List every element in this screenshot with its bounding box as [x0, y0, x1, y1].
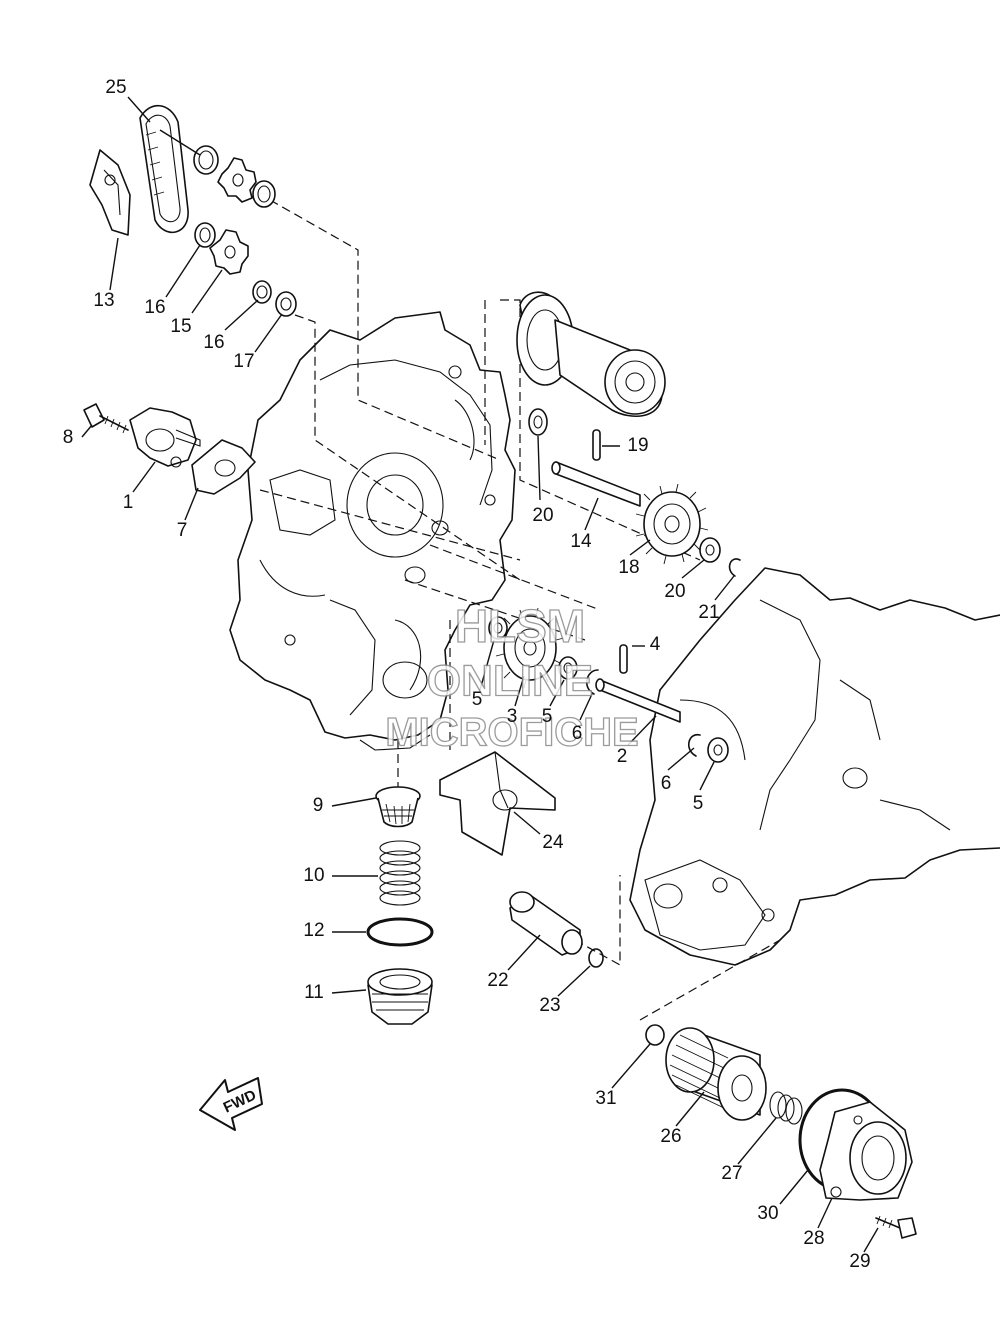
clip-6a: [586, 669, 599, 695]
washer-5a: [488, 616, 508, 640]
bolt-29: [875, 1215, 917, 1239]
callout-11: 11: [304, 982, 324, 1003]
watermark-line2: ONLINE: [427, 657, 593, 706]
shaft-14: [551, 461, 641, 507]
oil-pump-1: [129, 407, 201, 468]
callout-26: 26: [660, 1126, 681, 1147]
callout-12: 12: [303, 920, 324, 941]
callout-22: 22: [487, 970, 508, 991]
oil-filter-26: [665, 1027, 767, 1121]
watermark-line3: MICROFICHE: [385, 711, 638, 755]
callout-17: 17: [233, 351, 254, 372]
fwd-arrow-icon: FWD: [199, 1077, 263, 1131]
pin-4: [619, 644, 628, 674]
callout-24: 24: [542, 832, 564, 853]
shaft-2: [595, 678, 681, 723]
callout-4: 4: [650, 634, 661, 655]
gear-18: [635, 483, 709, 565]
dashed-leaders: [259, 199, 781, 1021]
callout-5b: 5: [542, 706, 553, 727]
washer-5b: [558, 656, 578, 680]
baffle-plate-24: [439, 751, 556, 856]
cam-chain-25: [139, 104, 189, 234]
callout-28: 28: [803, 1228, 824, 1249]
callout-10: 10: [303, 865, 324, 886]
drain-plug-11: [367, 968, 433, 1025]
o-ring-31: [645, 1024, 665, 1046]
callout-13: 13: [93, 290, 114, 311]
callout-25: 25: [105, 77, 126, 98]
strainer-9: [375, 786, 421, 828]
callout-30: 30: [757, 1203, 778, 1224]
watermark: HLSM ONLINE MICROFICHE: [385, 600, 640, 756]
callout-14: 14: [570, 531, 592, 552]
bolt-8: [83, 403, 129, 434]
callout-8: 8: [63, 427, 74, 448]
filter-cover-28: [819, 1101, 913, 1201]
callout-1: 1: [123, 492, 134, 513]
watermark-line1: HLSM: [455, 600, 585, 652]
washer-20b: [699, 537, 721, 563]
callout-leaders: [81, 96, 879, 1253]
washer-20a: [528, 408, 548, 436]
callout-9: 9: [313, 795, 324, 816]
callout-2: 2: [617, 746, 628, 767]
callout-5a: 5: [472, 689, 483, 710]
pin-19: [592, 429, 601, 461]
gasket-7: [191, 439, 256, 495]
callout-16b: 16: [203, 332, 224, 353]
callout-23: 23: [539, 995, 560, 1016]
clip-21: [728, 558, 741, 577]
chain-guide-13: [89, 149, 131, 236]
relief-valve-22: [509, 891, 583, 956]
clip-6b: [688, 733, 701, 757]
callout-6a: 6: [572, 723, 583, 744]
gear-assembly: [516, 291, 666, 417]
callout-27: 27: [721, 1163, 742, 1184]
callout-20a: 20: [532, 505, 553, 526]
callout-16a: 16: [144, 297, 165, 318]
callout-3: 3: [507, 706, 518, 727]
callout-29: 29: [849, 1251, 870, 1272]
callout-18: 18: [618, 557, 639, 578]
o-ring-23: [588, 948, 604, 968]
callout-19: 19: [627, 435, 648, 456]
callout-7: 7: [177, 520, 188, 541]
callout-5c: 5: [693, 793, 704, 814]
callout-6b: 6: [661, 773, 672, 794]
crankcase-right: [629, 567, 1000, 966]
callout-20b: 20: [664, 581, 685, 602]
mid-sprocket-group: [194, 222, 297, 317]
o-ring-12: [366, 917, 434, 947]
top-sprocket-group: [193, 145, 276, 208]
spring-27: [769, 1091, 803, 1125]
callout-labels: 25 13 16 15 16 17 8 1 7 19 20 14 18 20 2…: [63, 77, 871, 1272]
callout-31: 31: [595, 1088, 616, 1109]
spring-10: [379, 840, 421, 906]
washer-5c: [707, 737, 729, 763]
callout-15: 15: [170, 316, 191, 337]
callout-21: 21: [698, 602, 719, 623]
